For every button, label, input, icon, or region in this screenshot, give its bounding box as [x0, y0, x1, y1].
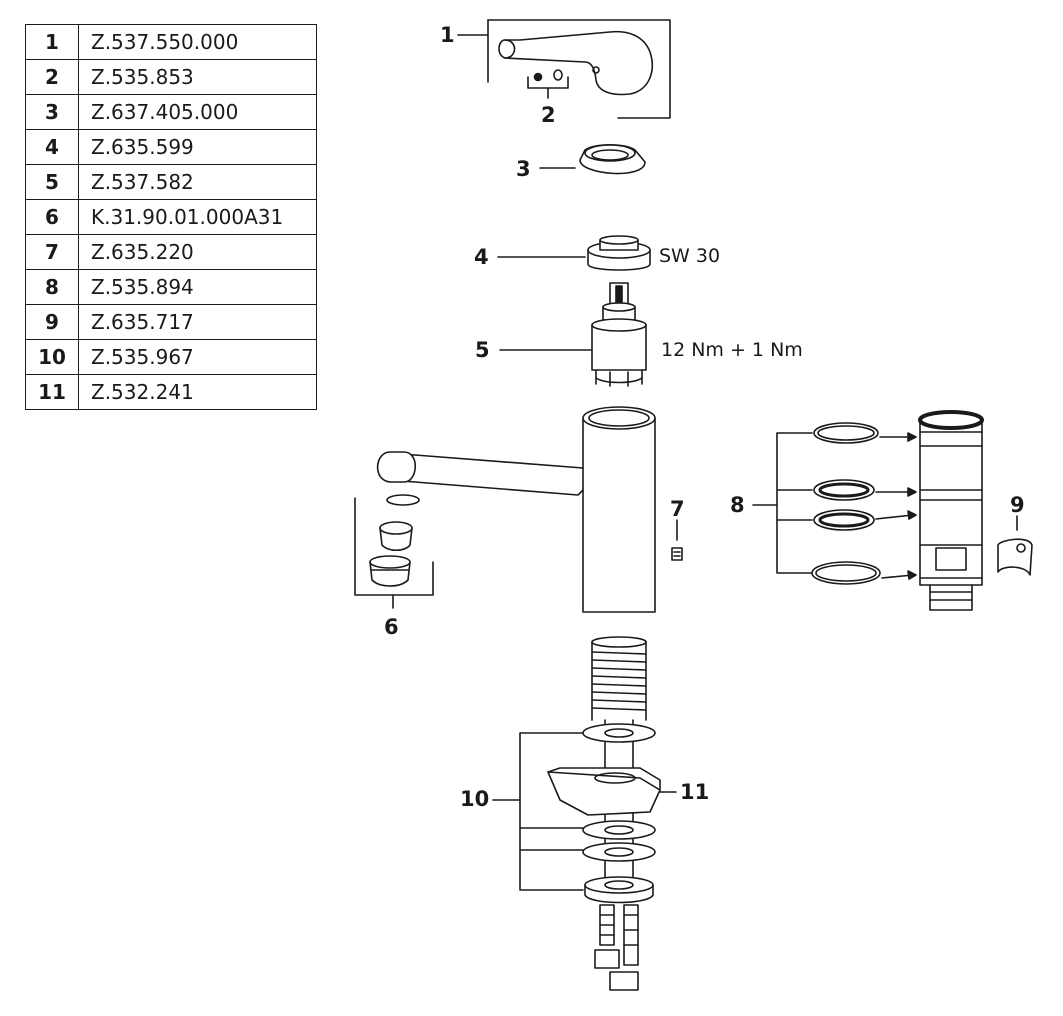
connection-hoses: [594, 904, 639, 991]
part-code: Z.535.894: [78, 269, 317, 305]
callout-7: 7: [670, 497, 685, 521]
part-code: Z.532.241: [78, 374, 317, 410]
torque-label: 12 Nm + 1 Nm: [661, 339, 803, 361]
part-number: 1: [25, 24, 79, 60]
callout-1: 1: [440, 23, 455, 47]
part-code: K.31.90.01.000A31: [78, 199, 317, 235]
assembly-arrows: [875, 432, 917, 580]
cartridge: [499, 282, 647, 387]
callout-6: 6: [384, 615, 399, 639]
callout-3: 3: [516, 157, 531, 181]
part-number: 5: [25, 164, 79, 200]
diverter-body: [918, 410, 984, 611]
aerator-set: [354, 494, 434, 609]
part-code: Z.537.550.000: [78, 24, 317, 60]
part-number: 6: [25, 199, 79, 235]
retaining-clip: [997, 515, 1033, 576]
callout-4: 4: [474, 245, 489, 269]
tap-body: [376, 406, 656, 613]
fixing-plate: [547, 767, 677, 816]
cover-cap: [539, 143, 646, 175]
lever-handle: [457, 19, 671, 119]
threaded-shank: [591, 636, 647, 901]
part-code: Z.635.220: [78, 234, 317, 270]
callout-8: 8: [730, 493, 745, 517]
o-ring-set: [752, 422, 881, 585]
mounting-washers: [492, 723, 656, 904]
grub-screws: [527, 69, 569, 99]
callout-11: 11: [680, 780, 709, 804]
part-code: Z.635.717: [78, 304, 317, 340]
callout-9: 9: [1010, 493, 1025, 517]
callout-10: 10: [460, 787, 489, 811]
part-number: 3: [25, 94, 79, 130]
part-number: 9: [25, 304, 79, 340]
part-code: Z.535.967: [78, 339, 317, 375]
set-screw: [671, 519, 683, 561]
part-number: 10: [25, 339, 79, 375]
callout-5: 5: [475, 338, 490, 362]
callout-2: 2: [541, 103, 556, 127]
wrench-size-label: SW 30: [659, 245, 720, 267]
part-number: 8: [25, 269, 79, 305]
part-number: 7: [25, 234, 79, 270]
retaining-nut: [497, 235, 651, 271]
part-number: 11: [25, 374, 79, 410]
